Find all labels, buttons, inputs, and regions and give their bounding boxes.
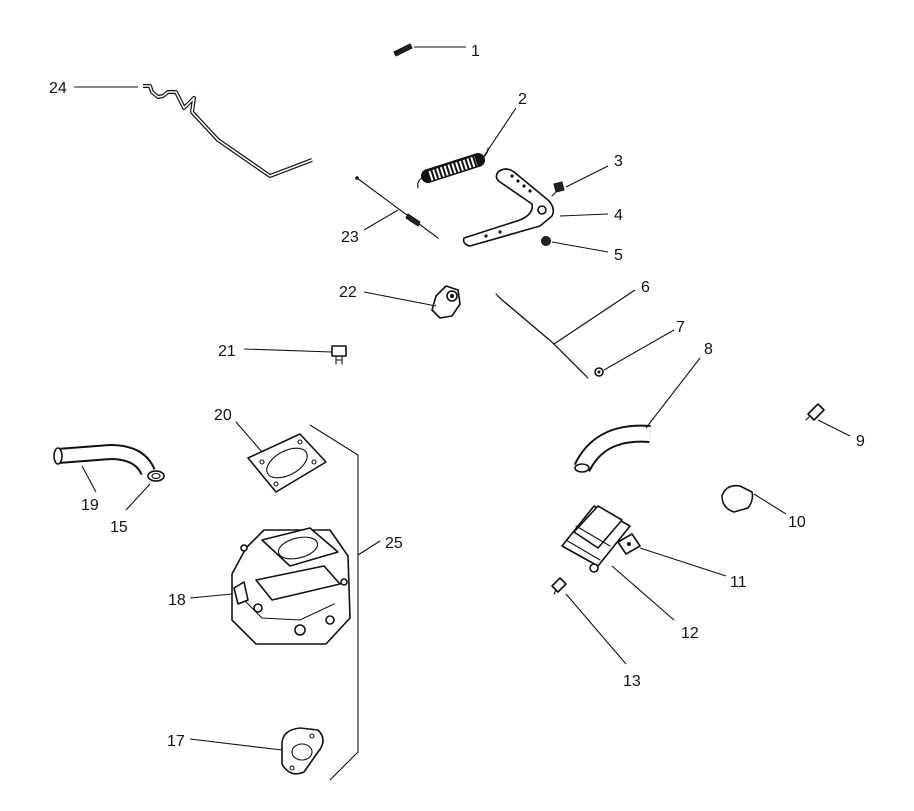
callout-2: 2	[518, 91, 527, 108]
callout-23: 23	[341, 229, 359, 246]
part-8-hose	[573, 424, 651, 473]
part-24-rod	[143, 84, 313, 178]
part-4-lever	[462, 168, 555, 247]
part-17-gasket	[281, 727, 324, 775]
callout-7: 7	[676, 319, 685, 336]
callout-13: 13	[623, 673, 641, 690]
callout-20: 20	[214, 407, 232, 424]
part-25-group-bracket	[309, 424, 359, 781]
callout-21: 21	[218, 343, 236, 360]
callout-1: 1	[471, 43, 480, 60]
part-11-12-fuel-pump	[561, 505, 641, 573]
leader-lines	[74, 46, 851, 751]
part-15-clamp	[147, 470, 165, 482]
callout-22: 22	[339, 284, 357, 301]
part-3-screw	[551, 181, 565, 197]
callout-5: 5	[614, 247, 623, 264]
part-2-spring	[417, 147, 489, 189]
callout-19: 19	[81, 497, 99, 514]
callout-3: 3	[614, 153, 623, 170]
part-1-screw	[393, 43, 413, 57]
part-18-carburetor	[231, 527, 351, 645]
callout-11: 11	[730, 574, 747, 591]
part-23-link	[355, 176, 439, 239]
part-5-nut	[541, 236, 551, 246]
part-10-clamp	[721, 484, 754, 513]
part-6-rod	[495, 293, 589, 379]
callout-9: 9	[856, 433, 865, 450]
part-7-clip	[594, 367, 604, 377]
part-21-screw	[331, 345, 347, 365]
part-9-bolt	[805, 403, 825, 421]
callout-17: 17	[167, 733, 185, 750]
callout-6: 6	[641, 279, 650, 296]
part-22-clamp	[431, 285, 461, 319]
callout-labels: 1 2 3 4 5 6 7 8 9 10 11 12 13 15 17 18 1…	[49, 43, 865, 750]
part-13-screw	[551, 577, 567, 595]
callout-24: 24	[49, 80, 67, 97]
callout-15: 15	[110, 519, 128, 536]
part-19-hose	[53, 443, 156, 476]
callout-8: 8	[704, 341, 713, 358]
callout-25: 25	[385, 535, 403, 552]
part-20-gasket	[247, 433, 327, 493]
callout-4: 4	[614, 207, 623, 224]
callout-12: 12	[681, 625, 699, 642]
callout-10: 10	[788, 514, 806, 531]
callout-18: 18	[168, 592, 186, 609]
